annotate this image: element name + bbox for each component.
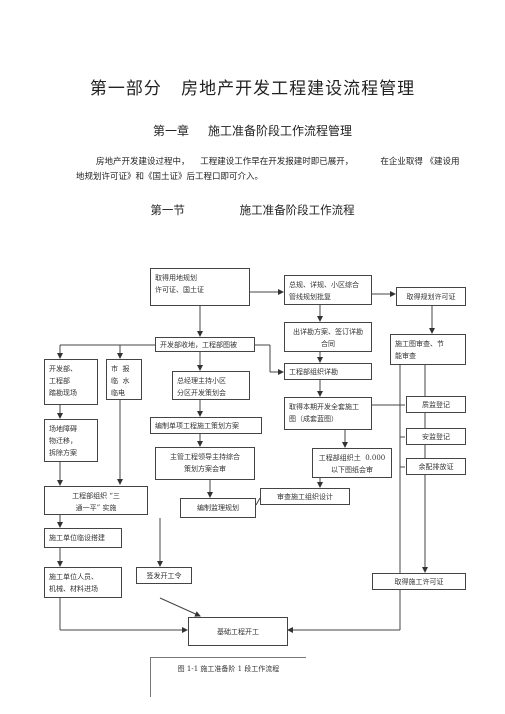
page-title: 第一部分 房地产开发工程建设流程管理: [89, 79, 416, 99]
intro-paragraph-line-2: 地规划许可证》和《国土证》后工程口即可介入。: [76, 172, 264, 182]
flow-box-construction-permit: 取得施工许可证: [372, 573, 466, 590]
flow-box-start-order: 签发开工令: [136, 567, 192, 584]
flow-box-mobilization: 施工单位人员、 机械、材料进场: [44, 567, 122, 598]
section-heading: 第一节 施工准备阶段工作流程: [150, 203, 355, 217]
figure-caption-frame: 图 1-1 施工准备阶 1 段工作流程: [150, 657, 306, 697]
flow-box-land-takeover: 开发部收地，工程部图被: [155, 337, 255, 352]
flow-box-temp-facilities: 施工单位临设搭建: [44, 528, 122, 548]
flow-box-planning-permit: 取得规划许可证: [396, 287, 466, 306]
flow-box-foundation-start: 基础工程开工: [188, 617, 288, 646]
flow-box-supervision-plan: 编制监理规划: [180, 498, 256, 518]
flow-box-site-preparation: 工程部组织 “三 通一平” 实施: [44, 486, 148, 515]
flow-box-master-plan-approval: 总规、详规、小区综合 管线规划批复: [284, 275, 372, 305]
flow-box-construction-plan: 编制单项工程施工策划方案: [150, 417, 262, 434]
flow-box-land-permit: 取得用地规划 许可证、国土证: [150, 268, 250, 306]
flow-box-obstacle-removal: 场地障碍 物迁移， 拆除方案: [44, 419, 98, 462]
flow-box-planning-meeting: 总经理主持小区 分区开发策划会: [172, 371, 250, 400]
flow-box-temp-utilities: 市 报 临 水 临电: [106, 359, 142, 400]
flow-box-plan-review: 主管工程领导主持综合 策划方案会审: [155, 447, 255, 480]
flow-box-quality-registration: 质监登记: [406, 396, 466, 413]
chapter-heading: 第一章 施工准备阶段工作流程管理: [152, 124, 353, 138]
flow-box-org-design-review: 审查施工组织设计: [260, 488, 350, 505]
intro-paragraph-line-1: 房地产开发建设过程中， 工程建设工作早在开发报建时即已展开， 在企业取得 《建设…: [96, 157, 460, 167]
flow-box-survey-contract: 出详勘方案、签订详勘 合同: [284, 322, 372, 352]
figure-caption: 图 1-1 施工准备阶 1 段工作流程: [177, 665, 280, 673]
flow-box-discharge-permit: 余配排放证: [406, 458, 466, 475]
flow-box-drawing-review: 施工图审查、节 能审查: [390, 334, 466, 365]
flow-box-drawing-joint-review: 工程部组织土 0.000 以下图纸会审: [312, 448, 392, 478]
flow-box-safety-registration: 安监登记: [406, 428, 466, 445]
flow-box-construction-drawings: 取得本期开发全套施工 图（成套蓝图）: [284, 397, 372, 430]
flow-box-detailed-survey: 工程部组织详勘: [284, 363, 372, 380]
flow-box-site-inspection: 开发部、 工程部 踏勘现场: [44, 359, 98, 405]
